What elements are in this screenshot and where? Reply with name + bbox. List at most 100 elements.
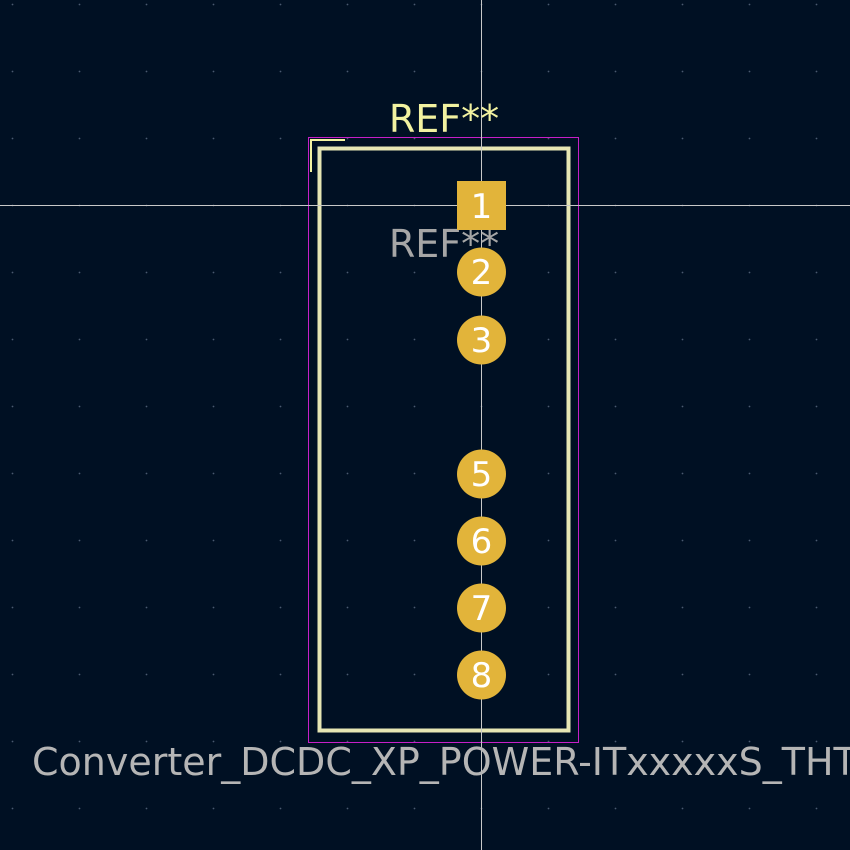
grid-dot	[11, 338, 14, 341]
grid-dot	[11, 271, 14, 274]
grid-dot	[681, 606, 684, 609]
grid-dot	[748, 3, 751, 6]
grid-dot	[547, 70, 550, 73]
grid-dot	[681, 673, 684, 676]
grid-dot	[212, 271, 215, 274]
grid-dot	[748, 137, 751, 140]
grid-dot	[11, 539, 14, 542]
grid-dot	[145, 405, 148, 408]
fab-outline	[317, 146, 571, 733]
grid-dot	[547, 472, 550, 475]
grid-dot	[547, 405, 550, 408]
grid-dot	[212, 807, 215, 810]
pad-square	[457, 181, 506, 230]
pad-3[interactable]: 3	[457, 315, 506, 365]
grid-dot	[614, 137, 617, 140]
grid-dot	[145, 338, 148, 341]
pad-number: 6	[471, 522, 493, 562]
grid-dot	[78, 271, 81, 274]
grid-dot	[346, 807, 349, 810]
grid-dot	[212, 673, 215, 676]
grid-dot	[346, 740, 349, 743]
grid-dot	[279, 606, 282, 609]
grid-dot	[145, 807, 148, 810]
pad-circle	[457, 516, 506, 566]
grid-dot	[815, 70, 818, 73]
grid-dot	[279, 338, 282, 341]
grid-dot	[681, 740, 684, 743]
grid-dot	[614, 539, 617, 542]
grid-dot	[413, 472, 416, 475]
grid-dot	[815, 405, 818, 408]
pad-7[interactable]: 7	[457, 583, 506, 633]
grid-dot	[78, 673, 81, 676]
grid-dot	[547, 137, 550, 140]
grid-dot	[413, 807, 416, 810]
grid-dot	[346, 405, 349, 408]
grid-dot	[547, 338, 550, 341]
grid-dot	[413, 137, 416, 140]
pad-circle	[457, 247, 506, 297]
pad-6[interactable]: 6	[457, 516, 506, 566]
grid-dot	[748, 807, 751, 810]
grid-dot	[346, 472, 349, 475]
grid-dot	[212, 539, 215, 542]
grid-dot	[11, 740, 14, 743]
grid-dot	[212, 338, 215, 341]
grid-dot	[78, 70, 81, 73]
grid-dot	[413, 740, 416, 743]
grid-dot	[614, 673, 617, 676]
grid-dot	[413, 673, 416, 676]
pad-5[interactable]: 5	[457, 449, 506, 499]
grid-dot	[11, 70, 14, 73]
grid-dot	[78, 405, 81, 408]
courtyard-outline	[308, 137, 579, 743]
reference-silkscreen[interactable]: REF**	[389, 97, 499, 141]
grid-dot	[78, 606, 81, 609]
grid-dot	[11, 673, 14, 676]
grid-dot	[614, 807, 617, 810]
grid-dot	[145, 472, 148, 475]
grid-dot	[748, 271, 751, 274]
grid-dot	[413, 539, 416, 542]
grid-dot	[748, 673, 751, 676]
grid-dot	[78, 472, 81, 475]
grid-dot	[413, 3, 416, 6]
pad-8[interactable]: 8	[457, 650, 506, 700]
grid-dot	[681, 137, 684, 140]
grid-dot	[681, 405, 684, 408]
grid-dot	[212, 472, 215, 475]
grid-dot	[815, 539, 818, 542]
grid-dot	[413, 338, 416, 341]
grid-dot	[413, 271, 416, 274]
grid-dot	[279, 137, 282, 140]
grid-dot	[681, 472, 684, 475]
grid-dot	[279, 740, 282, 743]
pad-2[interactable]: 2	[457, 247, 506, 297]
grid-dot	[212, 405, 215, 408]
grid-dot	[346, 137, 349, 140]
pad-number: 5	[471, 455, 493, 495]
grid-dot	[547, 539, 550, 542]
pad-number: 2	[471, 253, 493, 293]
grid-dot	[547, 740, 550, 743]
grid-dot	[145, 70, 148, 73]
grid-dot	[748, 70, 751, 73]
grid-dot	[11, 137, 14, 140]
grid-dot	[614, 338, 617, 341]
footprint-value[interactable]: Converter_DCDC_XP_POWER-ITxxxxxS_THT	[32, 740, 850, 784]
grid-dot	[78, 3, 81, 6]
grid-dot	[212, 137, 215, 140]
grid-dot	[145, 673, 148, 676]
grid-dot	[212, 70, 215, 73]
grid-dot	[11, 472, 14, 475]
pad-1[interactable]: 1	[457, 181, 506, 230]
grid-dot	[279, 405, 282, 408]
grid-dot	[346, 271, 349, 274]
grid-dot	[614, 70, 617, 73]
grid-dot	[279, 539, 282, 542]
grid-dot	[346, 606, 349, 609]
grid-dot	[614, 472, 617, 475]
grid-dot	[748, 338, 751, 341]
